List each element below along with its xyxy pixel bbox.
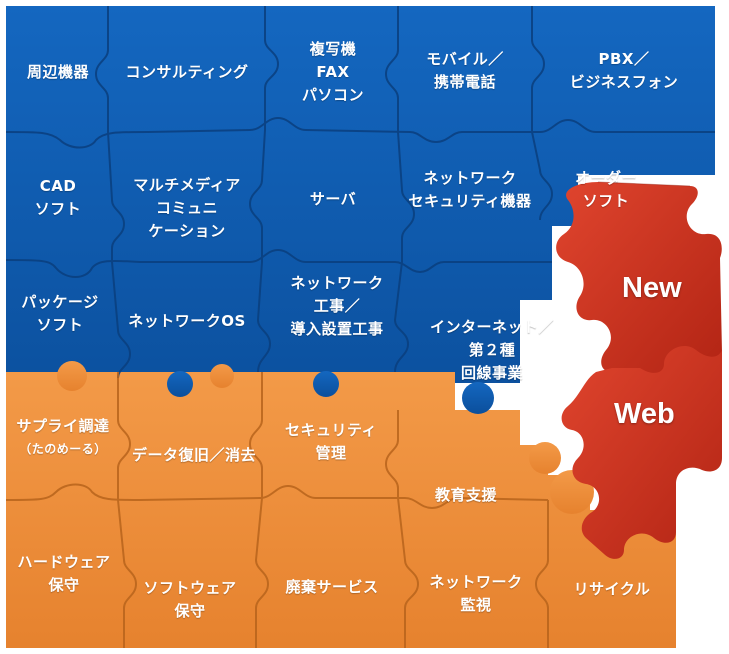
piece-package-software[interactable]: パッケージ ソフト	[21, 293, 99, 334]
piece-custom-software[interactable]: オーダー ソフト	[574, 169, 637, 210]
piece-server[interactable]: サーバ	[309, 189, 357, 208]
piece-cad-software[interactable]: CAD ソフト	[34, 177, 82, 218]
piece-data-recovery[interactable]: データ復旧／消去	[131, 445, 256, 464]
web-label[interactable]: Web	[614, 398, 675, 430]
piece-mobile-phone[interactable]: モバイル／ 携帯電話	[426, 50, 504, 91]
piece-network-security-equipment[interactable]: ネットワーク セキュリティ機器	[408, 169, 532, 210]
piece-peripherals[interactable]: 周辺機器	[26, 62, 89, 81]
new-label[interactable]: New	[622, 272, 682, 304]
piece-network-monitoring[interactable]: ネットワーク 監視	[429, 573, 523, 614]
piece-security-management[interactable]: セキュリティ 管理	[284, 421, 378, 462]
web-piece	[561, 345, 722, 559]
piece-software-maintenance[interactable]: ソフトウェア 保守	[143, 579, 237, 620]
piece-education-support[interactable]: 教育支援	[434, 485, 497, 504]
piece-internet-carrier[interactable]: インターネット／ 第２種 回線事業	[429, 317, 554, 382]
piece-copier-fax-pc[interactable]: 複写機 FAX パソコン	[301, 39, 364, 104]
orange-region	[6, 372, 676, 648]
supply-subtitle: （たのめーる）	[19, 442, 107, 456]
piece-multimedia[interactable]: マルチメディア コミュニ ケーション	[133, 175, 241, 240]
new-piece	[556, 182, 722, 377]
piece-hardware-maintenance[interactable]: ハードウェア 保守	[17, 553, 111, 594]
piece-network-construction[interactable]: ネットワーク 工事／ 導入設置工事	[290, 273, 384, 338]
piece-recycle[interactable]: リサイクル	[573, 579, 651, 598]
piece-pbx[interactable]: PBX／ ビジネスフォン	[569, 50, 679, 91]
piece-network-os[interactable]: ネットワークOS	[128, 311, 246, 330]
blue-region	[6, 6, 715, 420]
piece-consulting[interactable]: コンサルティング	[125, 62, 249, 81]
piece-disposal-service[interactable]: 廃棄サービス	[285, 577, 379, 596]
piece-supply-procurement[interactable]: サプライ調達 （たのめーる）	[8, 410, 118, 466]
